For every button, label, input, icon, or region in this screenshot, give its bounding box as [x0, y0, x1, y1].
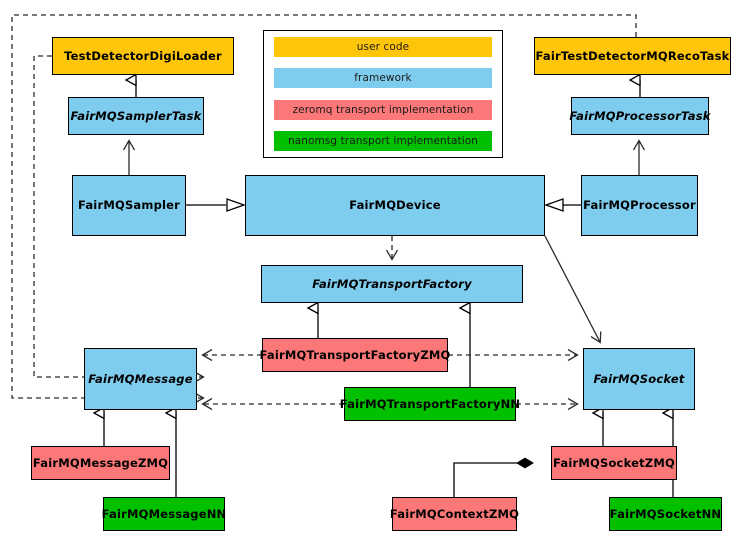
node-label: FairTestDetectorMQRecoTask — [535, 48, 730, 63]
legend-item-zeromq: zeromq transport implementation — [274, 99, 492, 120]
node-fairmq-socket-zmq[interactable]: FairMQSocketZMQ — [551, 446, 677, 480]
edge-processor-to-device — [544, 198, 581, 212]
node-label: FairMQMessageNN — [101, 506, 227, 521]
node-fairmq-socket-nn[interactable]: FairMQSocketNN — [609, 497, 722, 531]
legend-label-framework: framework — [354, 72, 412, 85]
node-fairmq-message[interactable]: FairMQMessage — [84, 348, 197, 410]
node-label: TestDetectorDigiLoader — [64, 48, 222, 63]
node-label: FairMQTransportFactory — [312, 276, 472, 291]
legend: user code framework zeromq transport imp… — [263, 30, 503, 158]
node-test-detector-digi-loader[interactable]: TestDetectorDigiLoader — [52, 37, 234, 75]
node-fairmq-context-zmq[interactable]: FairMQContextZMQ — [389, 497, 520, 531]
node-label: FairMQSocket — [593, 371, 685, 386]
legend-label-user-code: user code — [356, 41, 410, 53]
legend-item-user-code: user code — [274, 37, 492, 57]
node-label: FairMQContextZMQ — [389, 506, 520, 521]
edge-device-uses-socket — [544, 235, 600, 342]
legend-label-zeromq: zeromq transport implementation — [292, 103, 474, 116]
node-fairmq-transport-factory-nn[interactable]: FairMQTransportFactoryNN — [340, 387, 520, 421]
node-fairmq-message-nn[interactable]: FairMQMessageNN — [101, 497, 227, 531]
node-fairmq-message-zmq[interactable]: FairMQMessageZMQ — [31, 446, 170, 480]
node-fair-test-detector-mq-reco-task[interactable]: FairTestDetectorMQRecoTask — [534, 37, 731, 75]
node-label: FairMQSampler — [77, 198, 181, 213]
edge-sampler-to-device — [186, 198, 246, 212]
legend-item-nanomsg: nanomsg transport implementation — [274, 130, 492, 151]
node-label: FairMQProcessor — [583, 198, 696, 213]
legend-label-nanomsg: nanomsg transport implementation — [287, 134, 479, 147]
node-fairmq-transport-factory[interactable]: FairMQTransportFactory — [261, 265, 523, 303]
node-label: FairMQSocketNN — [609, 506, 722, 521]
node-label: FairMQTransportFactoryZMQ — [259, 347, 451, 362]
node-fairmq-sampler-task[interactable]: FairMQSamplerTask — [68, 97, 204, 135]
node-label: FairMQTransportFactoryNN — [339, 396, 521, 411]
node-fairmq-socket[interactable]: FairMQSocket — [583, 348, 695, 410]
node-label: FairMQSocketZMQ — [553, 455, 675, 470]
node-fairmq-processor-task[interactable]: FairMQProcessorTask — [569, 97, 711, 135]
node-label: FairMQProcessorTask — [569, 108, 711, 123]
node-fairmq-transport-factory-zmq[interactable]: FairMQTransportFactoryZMQ — [259, 338, 451, 372]
edge-contextzmq-composes-socketzmq — [453, 457, 534, 497]
node-fairmq-sampler[interactable]: FairMQSampler — [72, 175, 186, 236]
node-label: FairMQMessageZMQ — [32, 455, 169, 470]
node-fairmq-device[interactable]: FairMQDevice — [245, 175, 545, 236]
node-fairmq-processor[interactable]: FairMQProcessor — [581, 175, 698, 236]
node-label: FairMQMessage — [88, 371, 193, 386]
node-label: FairMQSamplerTask — [70, 108, 202, 123]
node-label: FairMQDevice — [349, 198, 441, 213]
legend-item-framework: framework — [274, 68, 492, 89]
